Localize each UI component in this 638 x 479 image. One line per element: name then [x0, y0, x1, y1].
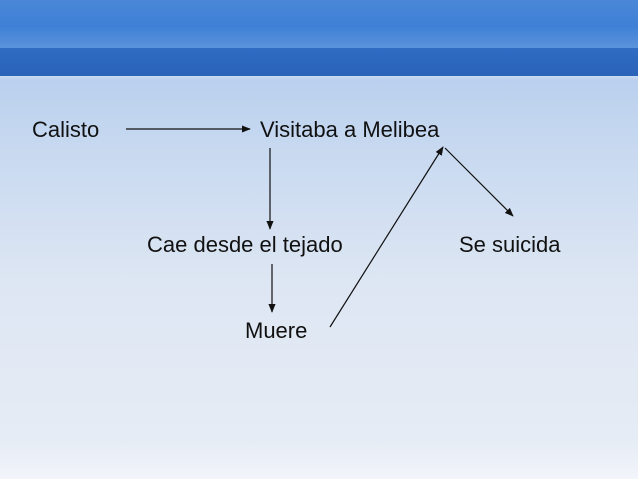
header-band [0, 48, 638, 76]
arrow-muere-to-visitaba [329, 146, 444, 328]
node-muere: Muere [245, 318, 308, 343]
header-shine [0, 76, 638, 80]
node-se-suicida: Se suicida [459, 232, 561, 257]
node-cae-desde-el-tejado: Cae desde el tejado [147, 232, 343, 257]
arrow-visitaba-to-se-suicida [444, 147, 514, 217]
node-calisto: Calisto [32, 117, 100, 142]
header-bar [0, 0, 638, 48]
node-visitaba-a-melibea: Visitaba a Melibea [260, 117, 440, 142]
